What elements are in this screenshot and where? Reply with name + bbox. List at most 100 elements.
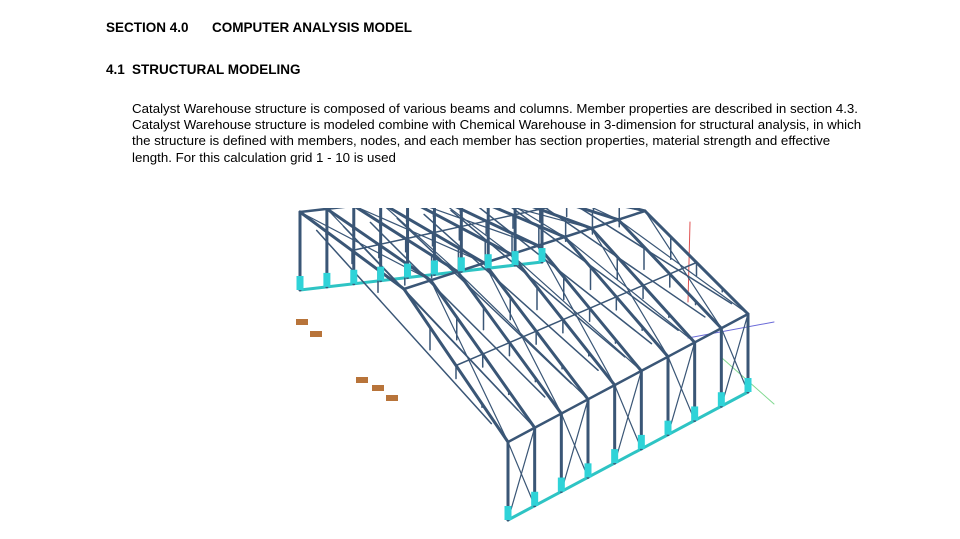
column-base (531, 491, 539, 506)
roof-bracing (510, 253, 642, 372)
roof-bracing (590, 227, 669, 358)
column-base (323, 272, 331, 287)
support-bracket (296, 319, 308, 325)
wall-bracing (614, 384, 642, 450)
eave-beam (613, 369, 643, 387)
rafter (576, 208, 620, 222)
ridge-beam (563, 227, 593, 239)
eave-beam (666, 341, 696, 358)
eave-beam (720, 312, 750, 330)
column-base (484, 254, 492, 269)
column-base (404, 263, 412, 278)
section-heading: SECTION 4.0 COMPUTER ANALYSIS MODEL (106, 20, 412, 35)
wall-bracing (667, 356, 696, 422)
column-base (717, 392, 725, 407)
roof-bracing (299, 211, 432, 281)
purlin (481, 341, 511, 355)
column-base (296, 276, 304, 290)
paragraph-line: Catalyst Warehouse structure is composed… (132, 101, 859, 116)
purlin (431, 226, 461, 234)
axis-line (687, 221, 691, 303)
column-base (350, 269, 358, 284)
purlin (642, 273, 671, 287)
column-base (430, 260, 438, 275)
ground-beam (506, 390, 750, 522)
eave-beam (533, 412, 563, 430)
ridge-beam (429, 270, 459, 282)
tie-beam (544, 208, 706, 318)
column-base (511, 251, 519, 266)
support-bracket (310, 331, 322, 337)
roof-bracing (483, 262, 562, 415)
roof-bracing (448, 208, 512, 255)
purlin (458, 220, 487, 228)
ground-beam (298, 260, 544, 292)
eave-beam (560, 398, 590, 415)
column-base (744, 378, 752, 392)
purlin (615, 284, 644, 298)
roof-bracing (537, 245, 616, 386)
frame-members (298, 208, 750, 522)
column-base (691, 406, 699, 421)
purlin (588, 296, 618, 310)
axis-triad (687, 221, 775, 405)
paragraph-line: length. For this calculation grid 1 - 10… (132, 149, 396, 165)
body-paragraph: Catalyst Warehouse structure is composed… (132, 101, 902, 166)
purlin (351, 243, 380, 252)
support-bracket (386, 395, 398, 401)
axis-line (687, 321, 775, 339)
roof-bracing (644, 210, 722, 329)
tie-beam (478, 208, 653, 345)
eave-beam (298, 208, 329, 214)
subsection-number: 4.1 (106, 62, 125, 77)
support-brackets (296, 319, 398, 401)
section-number: SECTION 4.0 (106, 20, 189, 35)
roof-bracing (429, 208, 539, 247)
column-base (664, 420, 672, 435)
eave-beam (640, 355, 670, 373)
roof-bracing (591, 208, 619, 221)
tie-beam (369, 221, 546, 398)
tie-beam (511, 208, 679, 332)
ground-beams (298, 260, 750, 522)
eave-beam (693, 326, 723, 344)
eave-beam (506, 426, 536, 444)
purlin (669, 261, 698, 275)
roof-bracing (385, 208, 459, 273)
column-base (377, 266, 385, 281)
column-base (504, 506, 512, 520)
column-base (584, 463, 592, 478)
eave-beam (586, 383, 616, 401)
column-base (637, 434, 645, 449)
roof-bracing (516, 208, 566, 238)
purlin (539, 208, 550, 211)
wall-bracing (720, 327, 749, 393)
purlin (404, 232, 434, 240)
ridge-beam (536, 235, 566, 247)
tie-beam (423, 213, 599, 372)
wall-bracing (507, 441, 536, 507)
support-bracket (372, 385, 384, 391)
purlin (378, 237, 407, 246)
roof-bracing (456, 271, 589, 400)
ridge-beam (402, 279, 433, 291)
tie-beam (315, 229, 493, 425)
column-base (611, 449, 619, 464)
roof-bracing (403, 288, 536, 429)
roof-bracing (430, 279, 509, 443)
roof-bracing (564, 236, 696, 344)
column-bases (296, 248, 752, 520)
section-title: COMPUTER ANALYSIS MODEL (212, 20, 413, 35)
support-bracket (356, 377, 368, 383)
tie-beam (450, 209, 626, 358)
purlin (485, 214, 514, 222)
paragraph-line: the structure is defined with members, n… (132, 133, 831, 149)
tie-beam (396, 217, 573, 385)
column-base (457, 257, 465, 272)
roof-bracing (326, 208, 405, 290)
tie-beam (578, 208, 733, 305)
column-base (557, 477, 565, 492)
wall-bracing (560, 412, 589, 478)
ridge-beam (616, 209, 647, 221)
